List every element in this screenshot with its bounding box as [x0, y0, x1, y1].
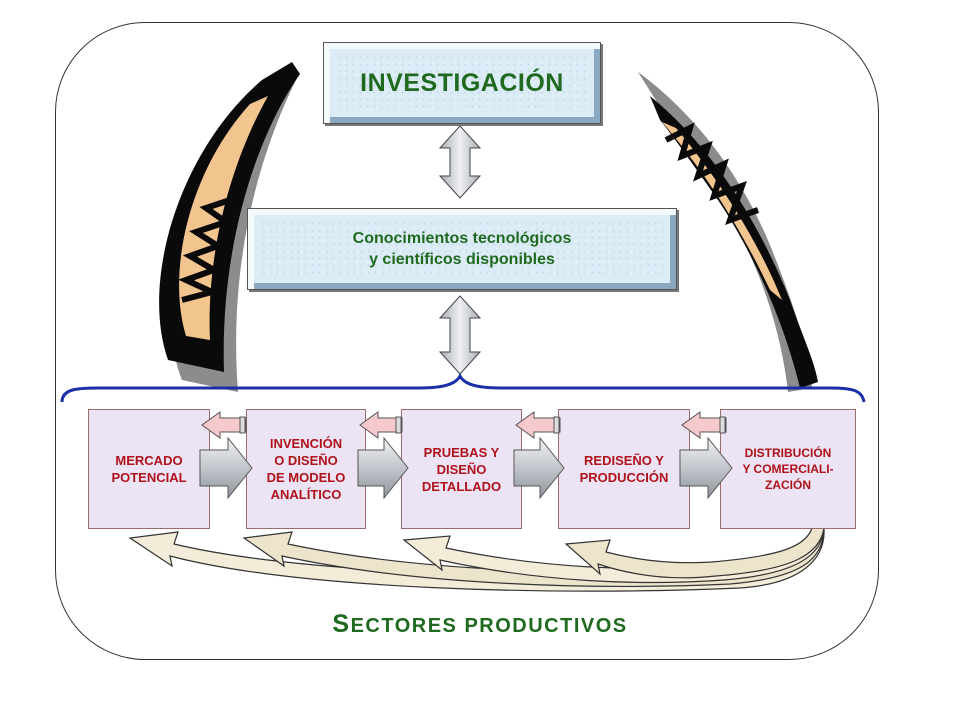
stage-line: MERCADO	[115, 453, 183, 468]
left-swoosh-tan	[179, 96, 268, 340]
left-swoosh-notches	[178, 195, 237, 303]
backward-arrow-3	[515, 411, 561, 439]
stage-pruebas: PRUEBAS Y DISEÑO DETALLADO	[401, 409, 522, 529]
stage-line: O DISEÑO	[274, 453, 338, 468]
conocimientos-line-1: Conocimientos tecnológicos	[352, 230, 572, 247]
right-swoosh-notches	[664, 122, 760, 225]
stage-line: PRODUCCIÓN	[579, 470, 669, 485]
investigacion-box: INVESTIGACIÓN	[323, 42, 601, 124]
stage-invencion: INVENCIÓN O DISEÑO DE MODELO ANALÍTICO	[246, 409, 366, 529]
conocimientos-box: Conocimientos tecnológicos y científicos…	[247, 208, 677, 290]
title-rest: ECTORES PRODUCTIVOS	[350, 615, 628, 637]
stage-line: ZACIÓN	[765, 478, 811, 492]
conocimientos-line-2: y científicos disponibles	[369, 251, 555, 268]
stage-mercado-potencial: MERCADO POTENCIAL	[88, 409, 210, 529]
stage-line: PRUEBAS Y	[423, 444, 500, 460]
backward-arrow-2	[359, 411, 403, 439]
forward-arrow-4	[679, 436, 733, 500]
backward-arrow-4	[681, 411, 727, 439]
forward-arrow-1	[199, 436, 253, 500]
stage-distribucion: DISTRIBUCIÓN Y COMERCIALI- ZACIÓN	[720, 409, 856, 529]
forward-arrow-2	[357, 436, 409, 500]
stage-line: REDISEÑO Y	[584, 453, 664, 468]
conocimientos-label: Conocimientos tecnológicos y científicos…	[353, 228, 572, 270]
stage-line: POTENCIAL	[111, 470, 187, 485]
stage-line: Y COMERCIALI-	[742, 462, 834, 476]
stage-line: DISEÑO	[436, 461, 487, 477]
double-arrow-upper	[438, 125, 482, 199]
investigacion-label: INVESTIGACIÓN	[360, 68, 564, 97]
stage-line: DE MODELO	[266, 470, 346, 485]
stage-line: DISTRIBUCIÓN	[744, 446, 832, 460]
stage-line: DETALLADO	[421, 478, 502, 494]
title-initial: S	[332, 610, 351, 638]
stage-line: ANALÍTICO	[270, 487, 342, 502]
forward-arrow-3	[513, 436, 565, 500]
sectores-productivos-title: SECTORES PRODUCTIVOS	[0, 610, 960, 639]
feedback-arcs	[128, 527, 825, 592]
curly-brace	[60, 372, 866, 403]
backward-arrow-1	[201, 411, 247, 439]
right-swoosh-tan	[662, 122, 782, 300]
stage-line: INVENCIÓN	[269, 436, 343, 451]
